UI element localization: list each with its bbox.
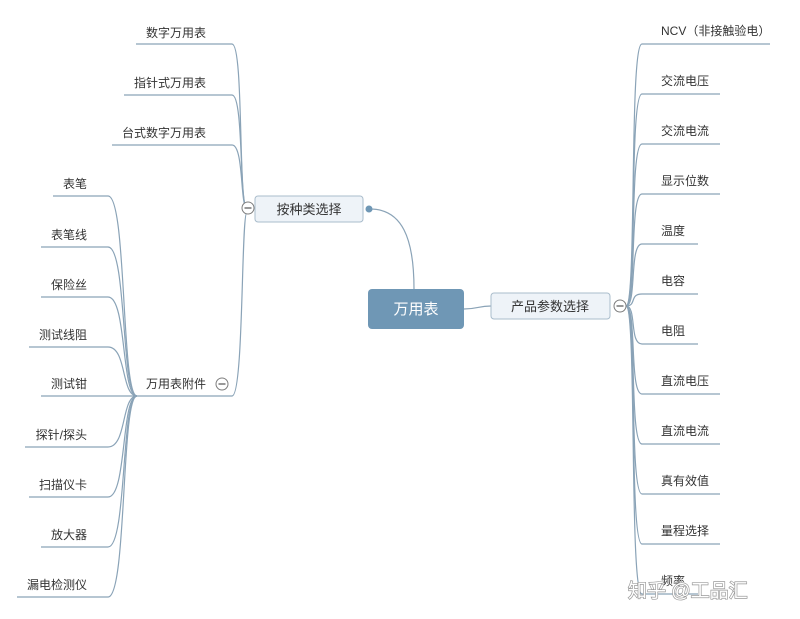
topic-param-item: 电阻 xyxy=(661,324,685,338)
connector-accessory-child xyxy=(53,195,138,397)
connectors xyxy=(17,43,770,598)
connector-root-params xyxy=(463,305,492,310)
topic-param-item: 频率 xyxy=(661,573,685,588)
topic-param-item: 真有效值 xyxy=(661,473,709,488)
collapse-icon[interactable] xyxy=(241,201,255,215)
connector-by-type-child xyxy=(124,94,248,209)
topic-param-item: 交流电流 xyxy=(661,123,709,138)
connection-dot xyxy=(365,205,373,213)
collapse-icon[interactable] xyxy=(215,377,229,391)
connector-by-type-accessories xyxy=(137,211,248,397)
connector-by-type-child xyxy=(112,144,248,209)
by-type-node: 按种类选择 xyxy=(254,195,373,223)
collapse-icon[interactable] xyxy=(613,299,627,313)
topic-analog-multimeter: 指针式万用表 xyxy=(134,75,206,90)
topic-accessory-item: 扫描仪卡 xyxy=(39,478,87,492)
by-type-node-label: 按种类选择 xyxy=(276,202,341,217)
topic-param-item: 直流电压 xyxy=(661,374,709,388)
root-node-box xyxy=(368,289,464,329)
topic-accessory-item: 探针/探头 xyxy=(36,427,87,442)
connector-param-child xyxy=(625,293,698,307)
topic-accessory-item: 表笔 xyxy=(63,176,87,191)
connector-accessory-child xyxy=(25,395,138,448)
params-node: 产品参数选择 xyxy=(490,292,611,320)
connector-accessory-child xyxy=(29,346,138,397)
topic-digital-multimeter: 数字万用表 xyxy=(146,25,206,40)
watermark: 知乎 @工品汇 xyxy=(628,580,748,602)
topic-accessory-item: 测试钳 xyxy=(51,376,87,391)
connector-param-child xyxy=(625,143,720,307)
connector-accessory-child xyxy=(29,395,138,498)
connector-accessory-child xyxy=(41,246,138,397)
root-node: 万用表 xyxy=(368,289,464,329)
topic-param-item: 温度 xyxy=(661,223,685,238)
topic-accessory-item: 保险丝 xyxy=(51,277,87,292)
topic-bench-multimeter: 台式数字万用表 xyxy=(122,125,206,140)
root-node-label: 万用表 xyxy=(393,301,438,318)
connector-param-child xyxy=(625,243,698,307)
topic-param-item: 显示位数 xyxy=(661,173,709,188)
topic-accessory-item: 测试线阻 xyxy=(39,327,87,342)
connector-param-child xyxy=(625,305,698,595)
topic-param-item: 交流电压 xyxy=(661,73,709,88)
topic-accessory-item: 表笔线 xyxy=(51,227,87,242)
topic-param-item: 直流电流 xyxy=(661,424,709,438)
params-node-box xyxy=(490,292,611,320)
connector-accessory-child xyxy=(17,395,138,598)
connector-accessory-child xyxy=(41,395,138,548)
topic-accessory-item: 漏电检测仪 xyxy=(27,577,87,592)
by-type-node-box xyxy=(254,195,364,223)
topic-param-item: 电容 xyxy=(661,273,685,288)
connector-param-child xyxy=(625,193,720,307)
connector-accessory-child xyxy=(41,296,138,397)
topic-param-item: NCV（非接触验电） xyxy=(661,23,770,38)
topic-param-item: 量程选择 xyxy=(661,523,709,538)
topic-accessories: 万用表附件 xyxy=(146,377,206,391)
topic-accessory-item: 放大器 xyxy=(51,527,87,542)
connector-root-by-type xyxy=(369,208,415,290)
params-node-label: 产品参数选择 xyxy=(511,299,589,314)
